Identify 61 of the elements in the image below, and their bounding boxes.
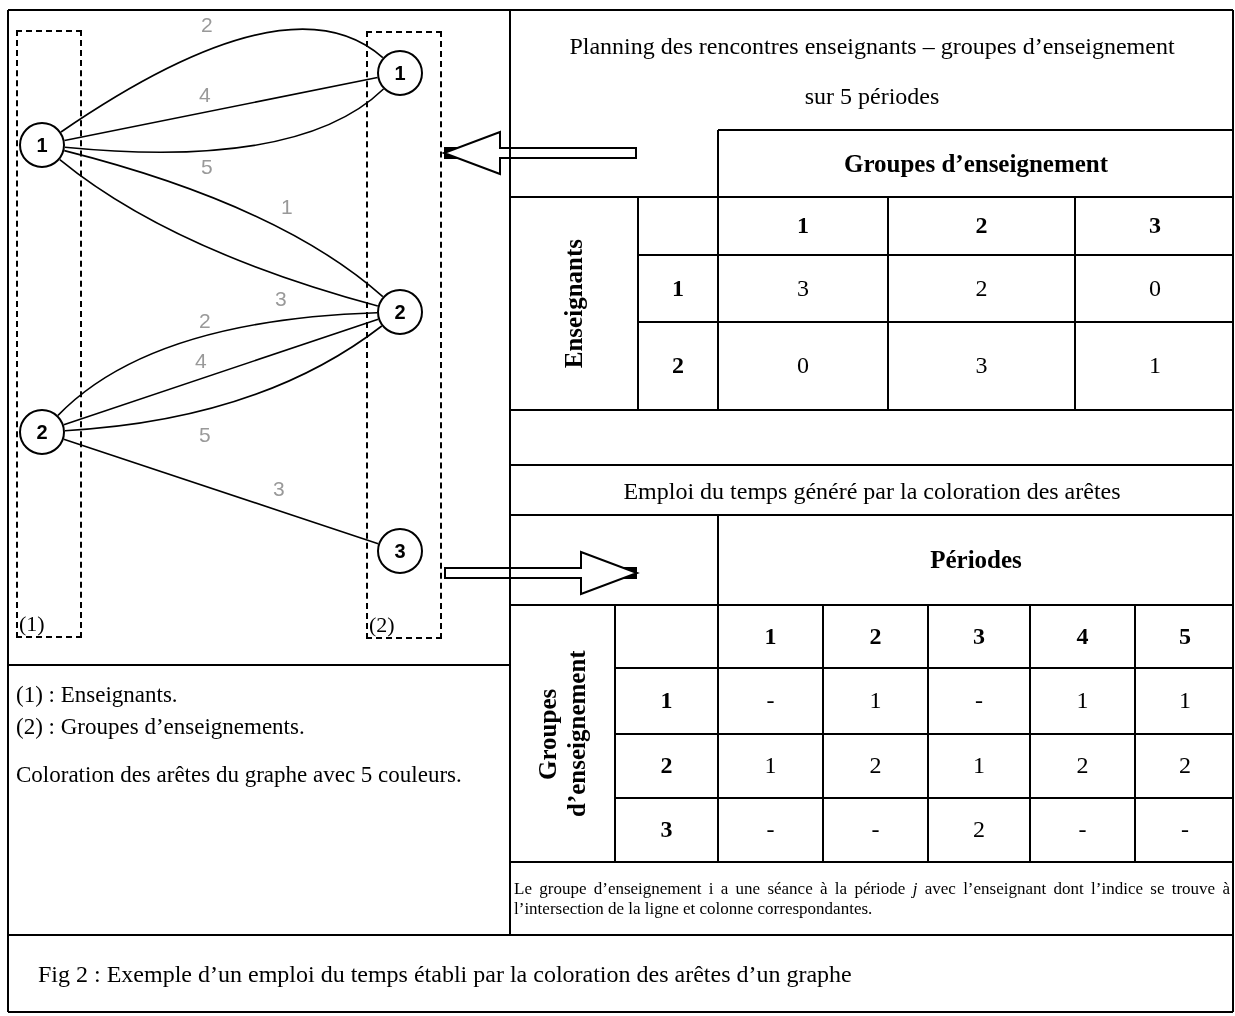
figure-caption: Fig 2 : Exemple d’un emploi du temps établi par la coloration des arêtes d’un graphe — [37, 960, 852, 988]
graph-edge — [60, 28, 384, 133]
row-header: 3 — [660, 816, 673, 844]
row-header: 1 — [672, 274, 684, 303]
table-cell: 1 — [1076, 687, 1089, 715]
column-header: 2 — [975, 212, 988, 240]
table-cell: 1 — [1179, 687, 1191, 715]
dashed-group-box — [16, 30, 82, 638]
column-group-header: Périodes — [930, 546, 1022, 575]
table-cell: 1 — [973, 752, 985, 780]
block-arrow — [443, 131, 637, 175]
row-header: 2 — [672, 352, 684, 380]
legend-note: Coloration des arêtes du graphe avec 5 couleurs. — [16, 761, 463, 789]
table-cell: 2 — [973, 816, 985, 844]
table-cell: 1 — [764, 752, 777, 780]
table-cell: 0 — [1149, 274, 1161, 303]
table-cell: 2 — [975, 274, 988, 303]
column-header: 4 — [1076, 622, 1089, 651]
panel-title: Emploi du temps généré par la coloration des arêtes — [622, 476, 1122, 506]
dashed-group-box — [366, 31, 442, 639]
graph-edge — [63, 438, 379, 545]
row-group-header: Enseignants — [560, 239, 589, 369]
table-cell: - — [766, 816, 775, 844]
column-header: 3 — [973, 622, 985, 651]
footnote: Le groupe d’enseignement i a une séance à la période j avec l’enseignant dont l’indice se trouve à l’intersection de la ligne et colonne correspondantes. — [514, 879, 1230, 919]
block-arrow — [444, 551, 638, 595]
column-group-header: Groupes d’enseignement — [843, 149, 1109, 179]
legend-note: (2) : Groupes d’enseignements. — [16, 713, 306, 741]
table-cell: 0 — [797, 352, 809, 380]
table-cell: - — [975, 687, 983, 715]
column-header: 3 — [1149, 212, 1161, 240]
row-header: 2 — [660, 752, 673, 780]
graph-edge — [57, 311, 378, 417]
graph-node-circle: 2 — [377, 289, 423, 335]
table-cell: 1 — [1149, 352, 1161, 380]
group-label: (2) — [369, 613, 395, 637]
table-cell: - — [766, 687, 775, 715]
graph-edge — [63, 76, 379, 142]
table-cell: 2 — [869, 752, 882, 780]
graph-node-circle: 1 — [19, 122, 65, 168]
table-cell: 1 — [869, 687, 882, 715]
legend-note: (1) : Enseignants. — [16, 681, 179, 709]
graph-edge — [64, 88, 385, 153]
graph-node-circle: 3 — [377, 528, 423, 574]
table-cell: 3 — [975, 352, 988, 380]
column-header: 2 — [869, 622, 882, 651]
table-cell: 2 — [1076, 752, 1089, 780]
panel-title: Planning des rencontres enseignants – groupes d’enseignement sur 5 périodes — [568, 31, 1176, 111]
row-group-header: Groupes d’enseignement — [534, 649, 591, 820]
table-cell: - — [1078, 816, 1087, 844]
graph-node-circle: 1 — [377, 50, 423, 96]
column-header: 1 — [797, 212, 809, 240]
table-cell: - — [1181, 816, 1189, 844]
graph-node-circle: 2 — [19, 409, 65, 455]
row-header: 1 — [660, 687, 673, 715]
table-cell: - — [871, 816, 880, 844]
column-header: 1 — [764, 622, 777, 651]
table-cell: 3 — [797, 274, 809, 303]
table-cell: 2 — [1179, 752, 1191, 780]
column-header: 5 — [1179, 622, 1191, 651]
group-label: (1) — [19, 612, 45, 636]
